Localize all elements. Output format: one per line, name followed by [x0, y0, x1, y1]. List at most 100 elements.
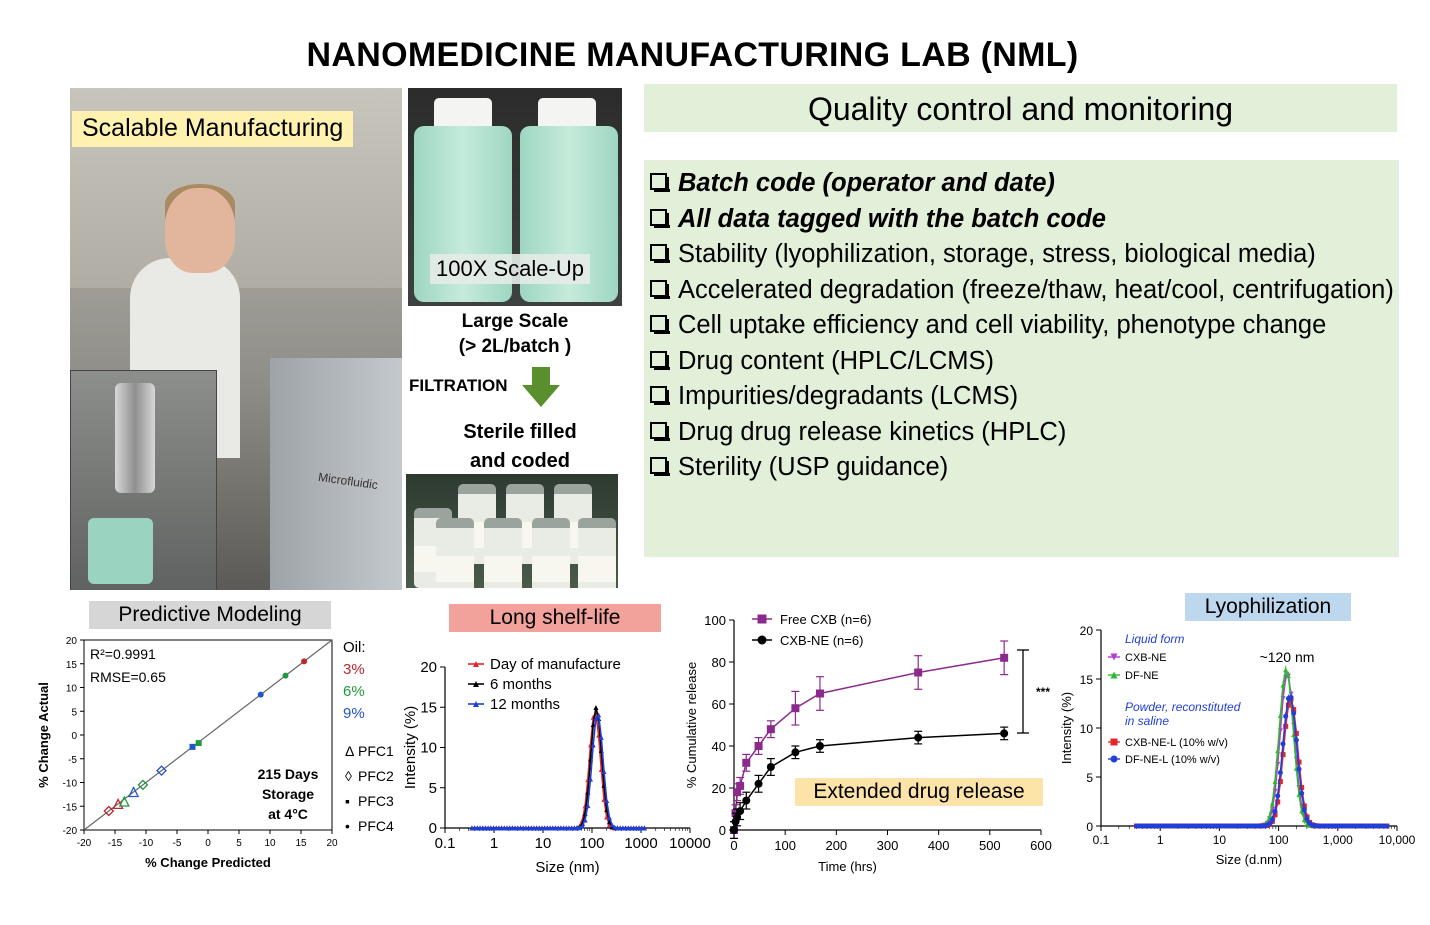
y-axis-label: % Change Actual	[36, 682, 51, 788]
data-point	[593, 715, 599, 721]
data-point	[1285, 673, 1291, 679]
data-point	[1296, 791, 1302, 797]
data-point	[189, 743, 196, 750]
y-axis-label: % Cumulative release	[684, 662, 699, 788]
y-tick-label: 40	[712, 739, 726, 754]
data-point	[791, 748, 800, 757]
pfc-legend-symbol: ◊	[345, 768, 352, 784]
checkbox-icon	[650, 208, 670, 228]
y-axis-label: Intensity (%)	[402, 706, 419, 789]
x-axis-label: % Change Predicted	[145, 855, 271, 870]
checkbox-icon	[650, 173, 670, 192]
arrow-down-icon	[522, 367, 560, 407]
y-tick-label: 5	[429, 780, 437, 797]
data-point	[1000, 653, 1009, 662]
sterile-filled-text: Sterile filled and coded	[463, 421, 577, 472]
significance-label: ***	[1036, 685, 1050, 699]
data-point	[791, 704, 800, 713]
data-point	[1277, 770, 1283, 776]
qc-item: Stability (lyophilization, storage, stre…	[650, 237, 1400, 273]
x-tick-label: 200	[825, 838, 847, 853]
r-squared-annotation: R²=0.9991	[90, 646, 156, 662]
oil-legend-entry: 6%	[343, 683, 365, 700]
legend-marker	[473, 681, 479, 687]
data-point	[1293, 737, 1299, 743]
x-tick-label: 10	[1213, 833, 1227, 847]
data-point	[156, 765, 167, 777]
y-tick-label: 15	[420, 699, 437, 716]
data-point	[1296, 766, 1302, 772]
data-point	[733, 788, 742, 797]
qc-item: Drug drug release kinetics (HPLC)	[650, 415, 1400, 451]
data-point	[1280, 682, 1286, 688]
y-tick-label: 5	[71, 707, 77, 718]
x-axis-label: Size (d.nm)	[1216, 852, 1282, 867]
qc-list: Batch code (operator and date) All data …	[650, 166, 1400, 486]
data-point	[598, 734, 604, 740]
y-tick-label: 10	[420, 740, 437, 757]
y-tick-label: 20	[712, 781, 726, 796]
large-scale-text: Large Scale (> 2L/batch )	[458, 311, 572, 357]
size-annotation: ~120 nm	[1260, 649, 1315, 665]
x-tick-label: 15	[295, 838, 307, 849]
data-point	[1301, 817, 1307, 823]
data-point	[1000, 729, 1009, 738]
y-tick-label: 80	[712, 655, 726, 670]
legend-marker	[1110, 755, 1118, 763]
y-tick-label: -5	[68, 755, 77, 766]
data-point	[914, 668, 923, 677]
pfc-legend-entry: PFC1	[358, 743, 394, 759]
data-point	[1267, 813, 1273, 819]
data-point	[754, 742, 763, 750]
y-tick-label: 20	[1080, 624, 1094, 638]
y-tick-label: 20	[420, 659, 437, 676]
legend-entry: Free CXB (n=6)	[780, 612, 871, 627]
data-point	[742, 796, 751, 805]
x-tick-label: 100	[774, 838, 796, 853]
x-tick-label: 1	[1157, 833, 1164, 847]
data-point	[914, 733, 923, 742]
data-point	[257, 691, 264, 698]
data-point	[736, 781, 745, 790]
vials-photo	[406, 474, 618, 588]
data-point	[1280, 741, 1286, 747]
qc-header-box	[644, 84, 1397, 132]
checkbox-icon	[650, 279, 670, 299]
x-tick-label: 1,000	[1323, 833, 1353, 847]
data-point	[1277, 779, 1283, 785]
x-tick-label: 0	[730, 838, 737, 853]
x-tick-label: 0.1	[1093, 833, 1110, 847]
y-tick-label: 100	[704, 613, 726, 628]
data-point	[601, 768, 607, 774]
x-tick-label: 500	[979, 838, 1001, 853]
x-tick-label: 10000	[669, 835, 711, 852]
x-tick-label: -5	[173, 838, 182, 849]
pfc-legend-entry: PFC3	[358, 793, 394, 809]
data-point	[1283, 713, 1289, 719]
legend-group-title: in saline	[1125, 714, 1169, 728]
legend-marker	[1110, 671, 1118, 679]
legend-entry: 12 months	[490, 696, 560, 713]
lyophilization-label: Lyophilization	[1185, 593, 1351, 621]
y-tick-label: 10	[1080, 722, 1094, 736]
data-point	[1299, 790, 1305, 796]
data-point	[118, 795, 130, 807]
data-point	[609, 822, 615, 828]
y-tick-label: 0	[1086, 820, 1093, 834]
legend-entry: CXB-NE (n=6)	[780, 633, 863, 648]
data-point	[606, 815, 612, 821]
data-point	[301, 658, 308, 665]
rmse-annotation: RMSE=0.65	[90, 669, 166, 685]
data-point	[1277, 712, 1283, 718]
x-tick-label: -15	[108, 838, 123, 849]
data-point	[577, 825, 583, 831]
scaleup-label: 100X Scale-Up	[430, 254, 590, 284]
checkbox-icon	[650, 386, 670, 405]
data-point	[766, 763, 775, 771]
data-point	[195, 740, 202, 747]
legend-entry: Day of manufacture	[490, 656, 621, 673]
qc-item: Drug content (HPLC/LCMS)	[650, 344, 1400, 380]
pfc-legend-symbol: •	[345, 818, 350, 834]
data-point	[1301, 807, 1307, 813]
data-point	[582, 817, 588, 823]
